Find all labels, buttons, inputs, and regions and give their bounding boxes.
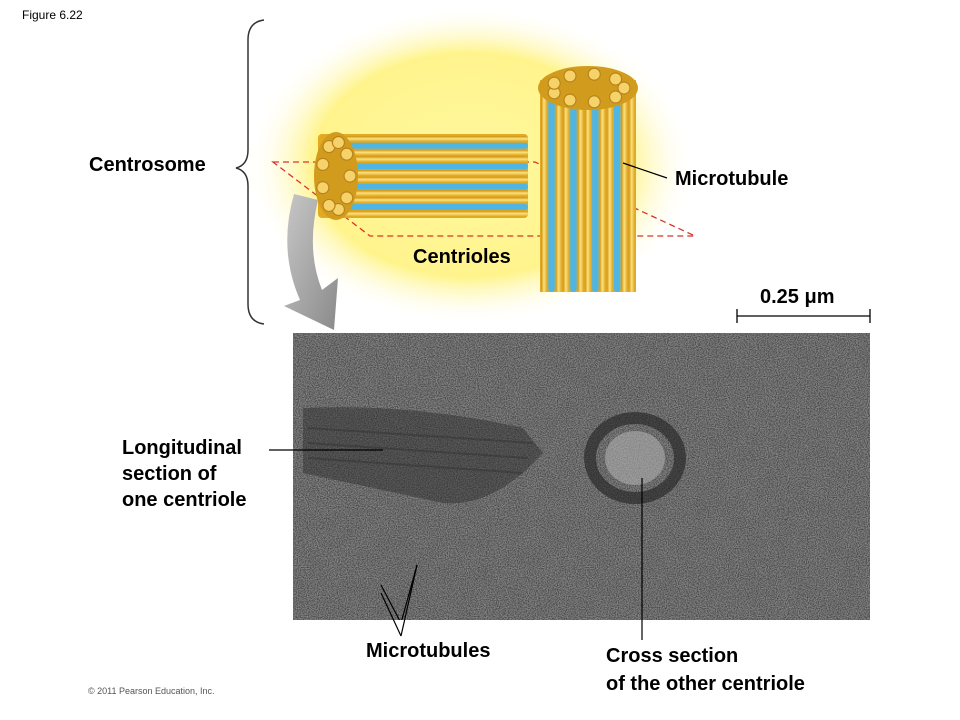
microtubule-tube [548,86,555,292]
microtubule-tube [330,204,528,210]
triplet-end [331,135,346,150]
centrosome-label: Centrosome [89,154,206,176]
microtubule-tube [599,86,606,292]
microtubules-label: Microtubules [366,640,491,662]
triplet-end [608,72,623,86]
triplet-end [343,169,357,183]
electron-micrograph [293,333,870,620]
triplet-end [322,198,336,213]
microtubule-tube [330,210,528,217]
microtubule-tube [621,86,628,292]
scale-bar-label: 0.25 μm [760,286,835,308]
cross-section-label-line1: Cross section [606,645,739,667]
microtubule-tube [330,156,528,163]
microtubule-tube [330,183,528,190]
triplet-end [617,81,631,95]
cross-section-label-line2: of the other centriole [606,673,805,695]
microtubule-tube [330,190,528,197]
triplet-end [563,69,577,83]
microtubule-tube [584,86,592,292]
triplet-end [316,157,330,171]
microtubule-tube [606,86,614,292]
microtubule-tube [330,136,528,142]
figure-title: Figure 6.22 [22,8,83,22]
triplet-end [316,181,330,195]
microtubule-tube [330,142,528,149]
microtubule-tube [570,86,577,292]
microtubule-tube [330,149,528,156]
microtubule-tube [592,86,599,292]
triplet-end [587,95,601,109]
centrioles-label: Centrioles [413,246,511,268]
microtubule-tube [628,86,636,292]
microtubule-label: Microtubule [675,168,789,190]
triplet-end [340,147,354,161]
horizontal-centriole [314,132,528,220]
longitudinal-label-line3: one centriole [122,489,247,511]
microtubule-tube [555,86,563,292]
microtubule-tube [330,163,528,170]
microtubule-tube [577,86,584,292]
microtubule-tube [330,176,528,183]
vertical-centriole [538,66,638,292]
microtubule-tube [330,197,528,204]
triplet-end [340,191,354,205]
triplet-end [608,90,623,104]
scale-bar [736,309,871,323]
microtubule-tube [562,86,570,292]
microtubule-tube [541,86,548,292]
microtubule-tube [614,86,621,292]
centrosome-brace [235,19,265,325]
zoom-arrow [284,194,338,330]
longitudinal-label-line1: Longitudinal [122,437,242,459]
microtubule-leader [622,162,668,179]
triplet-end [563,93,577,107]
microtubule-tube [330,170,528,176]
longitudinal-label-line2: section of [122,463,217,485]
cross-section-ring [584,412,686,504]
triplet-end [587,67,601,81]
triplet-end [547,76,561,90]
copyright-notice: © 2011 Pearson Education, Inc. [88,686,215,696]
